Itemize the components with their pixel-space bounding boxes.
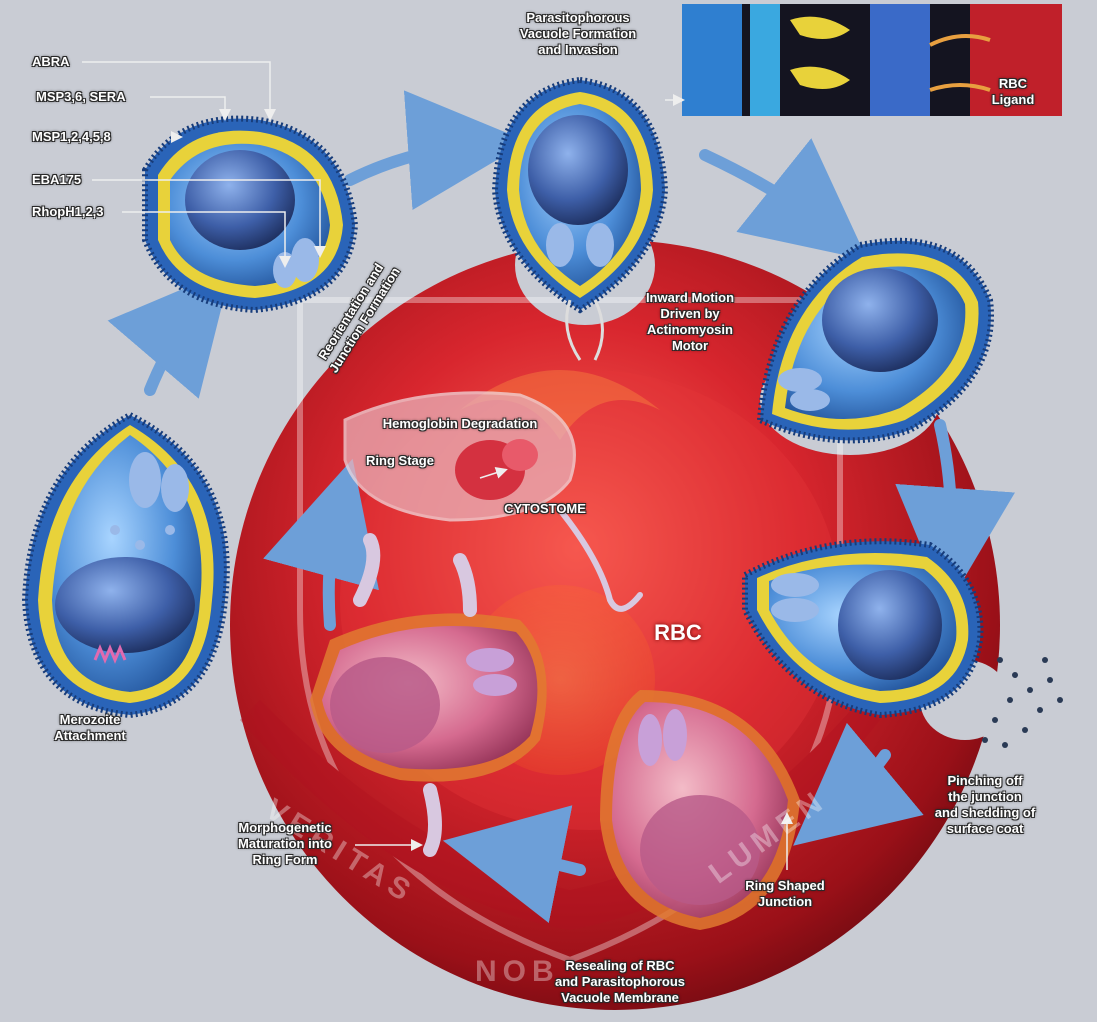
arrow-reorient-to-invasion — [350, 145, 480, 180]
label-rhoph: RhopH1,2,3 — [32, 204, 104, 220]
label-resealing: Resealing of RBC and Parasitophorous Vac… — [520, 958, 720, 1006]
label-msp12458: MSP1,2,4,5,8 — [32, 129, 111, 145]
label-cytostome: CYTOSTOME — [480, 501, 610, 517]
label-abra: ABRA — [32, 54, 70, 70]
label-pinching: Pinching off the junction and shedding o… — [910, 773, 1060, 837]
arrow-merozoite-to-reorient — [150, 305, 200, 390]
label-merozoite: Merozoite Attachment — [40, 712, 140, 744]
label-rbc-ligand: RBC Ligand — [968, 76, 1058, 108]
label-hemoglobin: Hemoglobin Degradation — [360, 416, 560, 432]
inward-motion-figure — [760, 241, 991, 441]
label-rbc: RBC — [648, 625, 708, 641]
label-morphogenetic: Morphogenetic Maturation into Ring Form — [215, 820, 355, 868]
label-msp36-sera: MSP3,6, SERA — [36, 89, 126, 105]
merozoite-attachment-figure — [25, 415, 227, 715]
label-ring-junction: Ring Shaped Junction — [725, 878, 845, 910]
label-ring-stage: Ring Stage — [360, 453, 440, 469]
label-inward-motion: Inward Motion Driven by Actinomyosin Mot… — [620, 290, 760, 354]
label-eba175: EBA175 — [32, 172, 81, 188]
reorientation-figure — [145, 119, 355, 310]
arrow-invasion-to-inward — [705, 155, 830, 230]
label-pv-formation: Parasitophorous Vacuole Formation and In… — [488, 10, 668, 58]
